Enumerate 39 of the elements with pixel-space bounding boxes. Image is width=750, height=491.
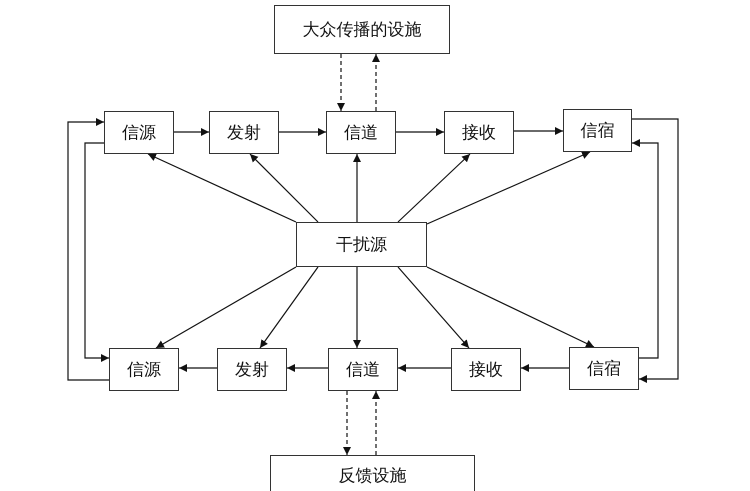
arrow [353, 154, 361, 222]
arrow [287, 364, 328, 372]
process-box: 接收 [451, 348, 521, 391]
process-box: 干扰源 [296, 222, 427, 267]
arrow [521, 364, 569, 372]
arrow [426, 266, 594, 348]
arrow [343, 391, 351, 455]
process-box: 信宿 [563, 109, 632, 152]
arrow [632, 139, 659, 359]
process-box: 信源 [104, 111, 174, 154]
process-box: 信道 [326, 111, 396, 154]
arrow [148, 153, 296, 223]
process-box: 反馈设施 [270, 455, 475, 491]
arrow [426, 151, 590, 225]
arrow [179, 364, 217, 372]
process-box: 发射 [209, 111, 279, 154]
process-box: 信道 [328, 348, 398, 391]
arrow [353, 267, 361, 348]
process-box: 信源 [109, 348, 179, 391]
arrow [514, 127, 563, 135]
process-box: 信宿 [569, 347, 639, 390]
process-box: 大众传播的设施 [274, 5, 450, 54]
arrow [156, 266, 296, 349]
process-box: 发射 [217, 348, 287, 391]
arrow [396, 128, 444, 136]
arrow [84, 142, 109, 362]
process-box: 接收 [444, 111, 514, 154]
arrow [279, 128, 326, 136]
arrow [398, 364, 451, 372]
arrow [174, 128, 209, 136]
arrow [398, 266, 470, 348]
arrow [260, 266, 318, 348]
arrow [250, 154, 318, 222]
arrow [372, 391, 380, 455]
arrow [372, 54, 380, 111]
arrow [398, 154, 470, 222]
arrow [67, 118, 109, 381]
arrow [632, 118, 679, 383]
arrow [337, 54, 345, 111]
